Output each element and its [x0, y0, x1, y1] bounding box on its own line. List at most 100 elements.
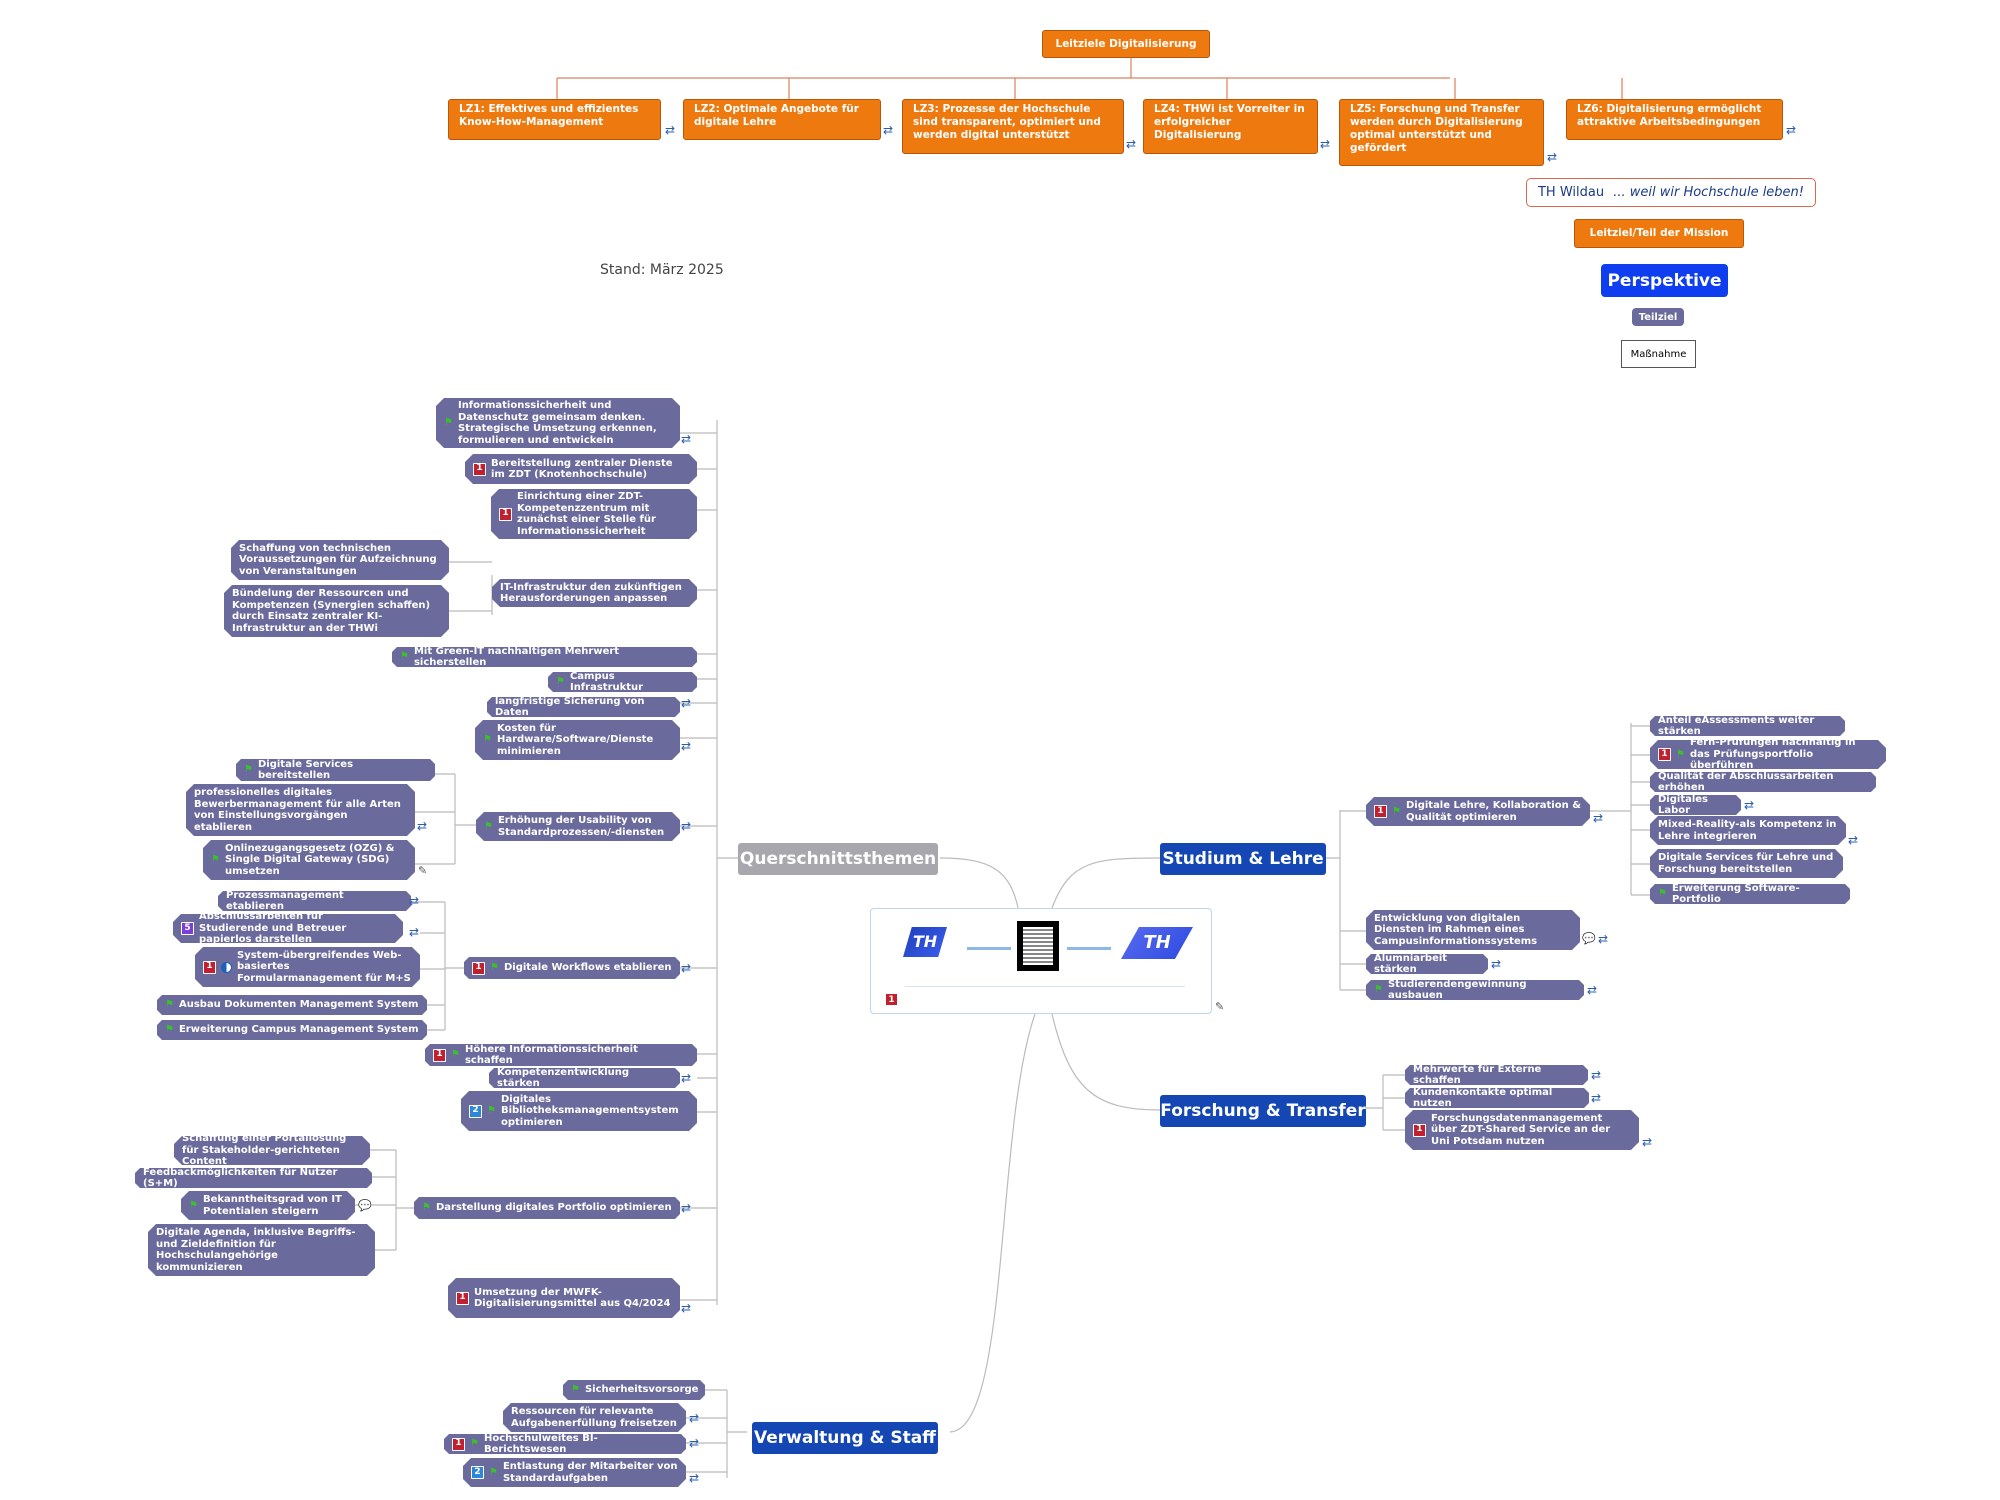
link-icon[interactable]: ⇄	[681, 1071, 692, 1085]
goal-lz5[interactable]: LZ5: Forschung und Transfer werden durch…	[1339, 99, 1544, 166]
item-label: Mixed-Reality-als Kompetenz in Lehre int…	[1658, 819, 1837, 842]
lehre-child-eassessments[interactable]: Anteil eAssessments weiter stärken	[1650, 716, 1845, 736]
goal-lz2[interactable]: LZ2: Optimale Angebote für digitale Lehr…	[683, 99, 881, 140]
lehre-child-fernpruefungen[interactable]: 1⚑Fern-Prüfungen nachhaltig in das Prüfu…	[1650, 740, 1886, 769]
link-icon[interactable]: ⇄	[1547, 150, 1558, 164]
branch-querschnitt[interactable]: Querschnittsthemen	[738, 843, 938, 875]
lehre-child-qualitaet[interactable]: Qualität der Abschlussarbeiten erhöhen	[1650, 772, 1876, 792]
querschnitt-item-campus-infra[interactable]: ⚑Campus Infrastruktur	[548, 672, 697, 692]
link-icon[interactable]: ⇄	[681, 696, 692, 710]
verwaltung-item-bi[interactable]: 1⚑Hochschulweites BI-Berichtswesen	[444, 1434, 686, 1454]
link-icon[interactable]: ⇄	[1126, 137, 1137, 151]
goal-lz1[interactable]: LZ1: Effektives und effizientes Know-How…	[448, 99, 661, 140]
workflow-child-cms[interactable]: ⚑Erweiterung Campus Management System	[157, 1020, 427, 1040]
goal-lz4[interactable]: LZ4: THWi ist Vorreiter in erfolgreicher…	[1143, 99, 1318, 154]
workflow-child-dms[interactable]: ⚑Ausbau Dokumenten Management System	[157, 995, 427, 1015]
link-icon[interactable]: ⇄	[681, 1301, 692, 1315]
progress-half-icon	[221, 962, 232, 973]
studium-item-gewinnung[interactable]: ⚑Studierendengewinnung ausbauen	[1366, 980, 1584, 1000]
querschnitt-item-usability[interactable]: ⚑Erhöhung der Usability von Standardproz…	[476, 812, 680, 841]
note-icon[interactable]: ✎	[418, 864, 428, 877]
link-icon[interactable]: ⇄	[1642, 1135, 1653, 1149]
portfolio-child-portal[interactable]: Schaffung einer Portallösung für Stakeho…	[174, 1136, 370, 1165]
verwaltung-item-entlastung[interactable]: 2⚑Entlastung der Mitarbeiter von Standar…	[463, 1458, 686, 1487]
link-icon[interactable]: ⇄	[883, 123, 894, 137]
querschnitt-item-datensicherung[interactable]: langfristige Sicherung von Daten	[487, 697, 680, 717]
verwaltung-item-sicherheit[interactable]: ⚑Sicherheitsvorsorge	[563, 1380, 705, 1400]
link-icon[interactable]: ⇄	[409, 894, 420, 908]
link-icon[interactable]: ⇄	[1591, 1091, 1602, 1105]
link-icon[interactable]: ⇄	[689, 1471, 700, 1485]
flag-icon: ⚑	[470, 1438, 479, 1450]
th-logo-right-text: TH	[1143, 932, 1171, 953]
flag-icon: ⚑	[483, 734, 492, 746]
link-icon[interactable]: ⇄	[1587, 983, 1598, 997]
link-icon[interactable]: ⇄	[665, 123, 676, 137]
querschnitt-item-kosten[interactable]: ⚑Kosten für Hardware/Software/Dienste mi…	[475, 720, 680, 760]
link-icon[interactable]: ⇄	[1593, 811, 1604, 825]
lehre-child-mixed-reality[interactable]: Mixed-Reality-als Kompetenz in Lehre int…	[1650, 816, 1846, 845]
link-icon[interactable]: ⇄	[1491, 957, 1502, 971]
forschung-item-kundenkontakte[interactable]: Kundenkontakte optimal nutzen	[1405, 1088, 1589, 1108]
link-icon[interactable]: ⇄	[1744, 798, 1755, 812]
usability-child-services[interactable]: ⚑Digitale Services bereitstellen	[236, 759, 435, 781]
studium-item-campusinfo[interactable]: Entwicklung von digitalen Diensten im Ra…	[1366, 910, 1580, 950]
item-label: Forschungsdatenmanagement über ZDT-Share…	[1431, 1112, 1611, 1147]
portfolio-child-agenda[interactable]: Digitale Agenda, inklusive Begriffs- und…	[148, 1224, 375, 1276]
link-icon[interactable]: ⇄	[1591, 1068, 1602, 1082]
querschnitt-item-green-it[interactable]: ⚑Mit Green-IT nachhaltigen Mehrwert sich…	[392, 647, 697, 667]
branch-studium[interactable]: Studium & Lehre	[1160, 843, 1326, 875]
central-topic[interactable]: TH TH 1	[870, 908, 1212, 1014]
portfolio-child-feedback[interactable]: Feedbackmöglichkeiten für Nutzer (S+M)	[135, 1168, 372, 1188]
link-icon[interactable]: ⇄	[689, 1436, 700, 1450]
link-icon[interactable]: ⇄	[689, 1411, 700, 1425]
goal-lz6[interactable]: LZ6: Digitalisierung ermöglicht attrakti…	[1566, 99, 1783, 140]
branch-forschung[interactable]: Forschung & Transfer	[1160, 1095, 1366, 1127]
querschnitt-item-portfolio[interactable]: ⚑Darstellung digitales Portfolio optimie…	[414, 1197, 680, 1219]
goal-lz3[interactable]: LZ3: Prozesse der Hochschule sind transp…	[902, 99, 1124, 154]
link-icon[interactable]: ⇄	[1320, 137, 1331, 151]
lehre-child-labor[interactable]: Digitales Labor	[1650, 795, 1741, 815]
querschnitt-item-bibliothek[interactable]: 2⚑Digitales Bibliotheksmanagementsystem …	[461, 1091, 697, 1131]
link-icon[interactable]: ⇄	[681, 1201, 692, 1215]
studium-item-lehre[interactable]: 1⚑Digitale Lehre, Kollaboration & Qualit…	[1366, 797, 1590, 826]
link-icon[interactable]: ⇄	[1786, 123, 1797, 137]
link-icon[interactable]: ⇄	[409, 925, 420, 939]
comment-icon[interactable]: 💬	[1582, 932, 1596, 945]
link-icon[interactable]: ⇄	[1598, 932, 1609, 946]
link-icon[interactable]: ⇄	[417, 819, 428, 833]
verwaltung-item-ressourcen[interactable]: Ressourcen für relevante Aufgabenerfüllu…	[503, 1403, 686, 1432]
portfolio-child-bekanntheit[interactable]: ⚑Bekanntheitsgrad von IT Potentialen ste…	[181, 1191, 355, 1220]
link-icon[interactable]: ⇄	[681, 432, 692, 446]
item-label: Abschlussarbeiten für Studierende und Be…	[199, 914, 347, 943]
workflow-child-prozess[interactable]: Prozessmanagement etablieren	[218, 891, 411, 911]
querschnitt-item-kompetenzentwicklung[interactable]: Kompetenzentwicklung stärken	[489, 1068, 680, 1088]
querschnitt-item-informationssicherheit[interactable]: 1⚑Höhere Informationssicherheit schaffen	[425, 1044, 697, 1066]
infra-child-aufzeichnung[interactable]: Schaffung von technischen Voraussetzunge…	[231, 540, 449, 580]
forschung-item-mehrwerte[interactable]: Mehrwerte für Externe schaffen	[1405, 1065, 1588, 1085]
branch-verwaltung[interactable]: Verwaltung & Staff	[752, 1422, 938, 1454]
lehre-child-software[interactable]: ⚑Erweiterung Software-Portfolio	[1650, 884, 1850, 904]
link-icon[interactable]: ⇄	[681, 819, 692, 833]
flag-icon: ⚑	[571, 1384, 580, 1396]
studium-item-alumni[interactable]: Alumniarbeit stärken	[1366, 954, 1488, 974]
link-icon[interactable]: ⇄	[681, 739, 692, 753]
lehre-child-services[interactable]: Digitale Services für Lehre und Forschun…	[1650, 849, 1843, 878]
querschnitt-item-it-infrastruktur[interactable]: IT-Infrastruktur den zukünftigen Herausf…	[492, 579, 697, 607]
note-icon[interactable]: ✎	[1215, 1000, 1225, 1013]
link-icon[interactable]: ⇄	[681, 961, 692, 975]
comment-icon[interactable]: 💬	[358, 1199, 372, 1212]
link-icon[interactable]: ⇄	[1848, 833, 1859, 847]
usability-child-ozg[interactable]: ⚑Onlinezugangsgesetz (OZG) & Single Digi…	[203, 840, 415, 880]
infra-child-ki[interactable]: Bündelung der Ressourcen und Kompetenzen…	[224, 585, 449, 637]
querschnitt-item-workflows[interactable]: 1⚑Digitale Workflows etablieren	[464, 957, 680, 979]
leitziele-root[interactable]: Leitziele Digitalisierung	[1042, 30, 1210, 58]
querschnitt-item-infosec[interactable]: ⚑Informationssicherheit und Datenschutz …	[436, 398, 680, 448]
usability-child-bewerber[interactable]: professionelles digitales Bewerbermanage…	[186, 784, 415, 836]
